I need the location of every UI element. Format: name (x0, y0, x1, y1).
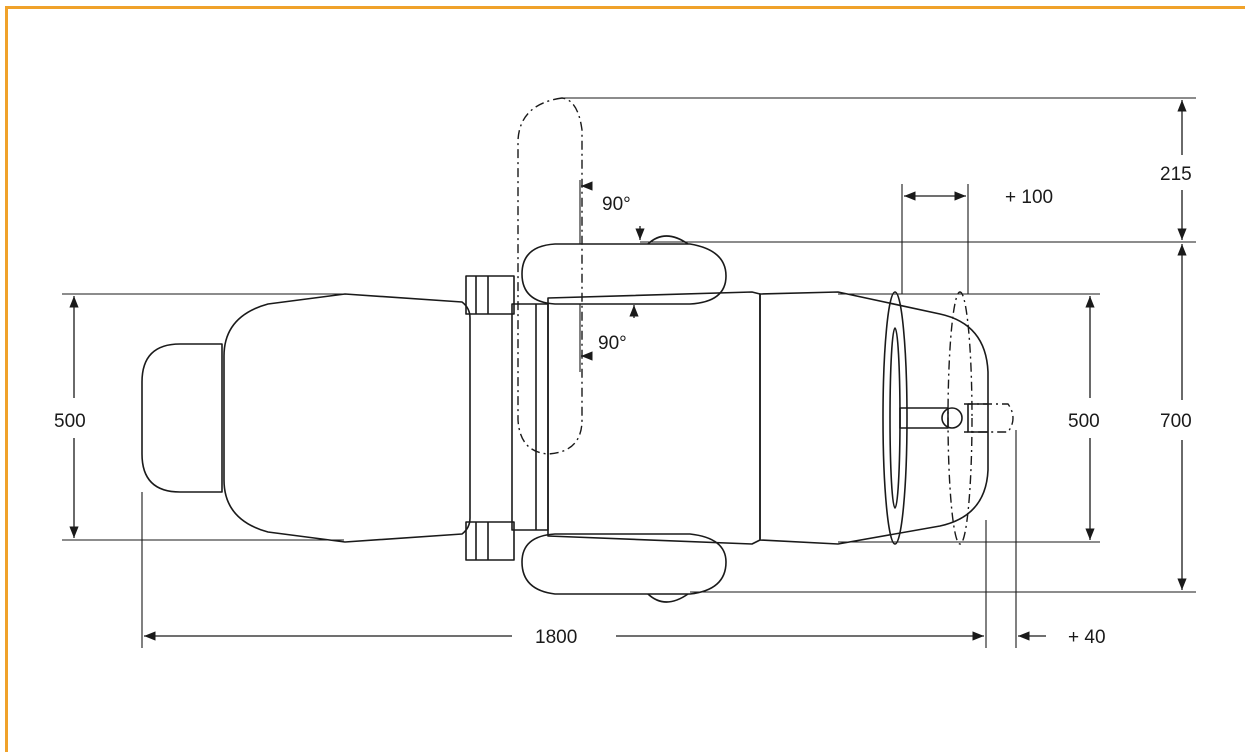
armrest-bottom (521, 533, 727, 595)
diagram-frame (5, 6, 1245, 752)
leg-rest (759, 291, 989, 545)
dimension-700-label: 700 (1160, 411, 1192, 432)
dimension-215-label: 215 (1160, 164, 1192, 185)
hinge-bracket-bottom (465, 521, 515, 561)
armrest-top (521, 243, 727, 305)
dimension-500-left-label: 500 (54, 411, 86, 432)
armrest-swung-position (517, 97, 583, 455)
footplate (882, 291, 908, 545)
angle-90-bottom-label: 90° (598, 333, 627, 354)
headrest (141, 343, 223, 493)
dimension-1800-label: 1800 (535, 627, 577, 648)
dimension-plus-40-label: + 40 (1068, 627, 1106, 648)
backrest (223, 293, 471, 543)
footplate-extended (947, 291, 973, 545)
dimension-plus-100-label: + 100 (1005, 187, 1053, 208)
angle-90-top-label: 90° (602, 194, 631, 215)
dimension-500-right-label: 500 (1068, 411, 1100, 432)
hinge-bracket-top (465, 275, 515, 315)
